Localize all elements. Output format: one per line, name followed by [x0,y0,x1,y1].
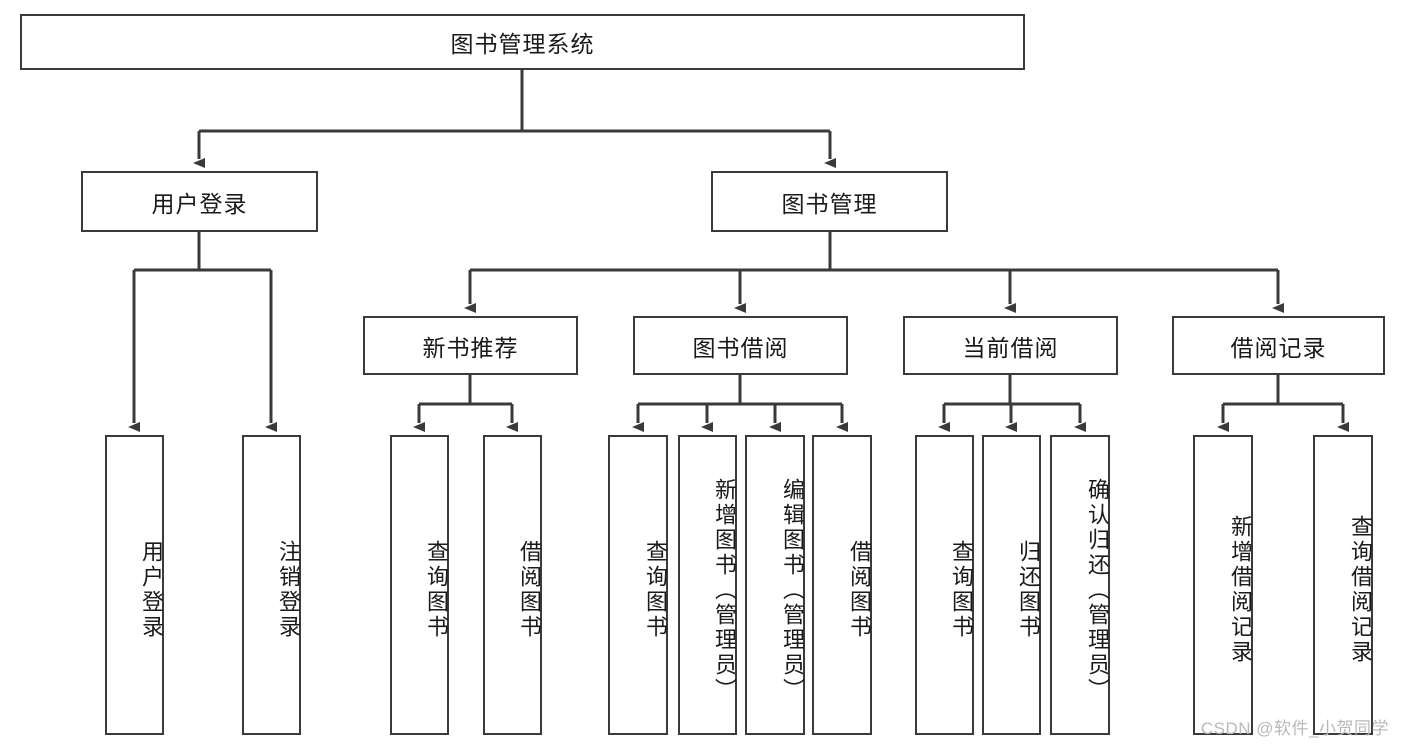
node-label: 当前借阅 [962,334,1059,361]
node-borrow-record[interactable]: 借阅记录 [1172,316,1385,375]
node-label: 新增借阅记录 [1228,515,1253,665]
node-book-borrow[interactable]: 图书借阅 [633,316,848,375]
leaf-add-borrow-record[interactable]: 新增借阅记录 [1193,435,1253,735]
node-label: 确认归还（管理员） [1085,477,1110,703]
leaf-confirm-return-admin[interactable]: 确认归还（管理员） [1050,435,1110,735]
node-user-login[interactable]: 用户登录 [81,171,318,232]
node-label: 查询图书 [643,540,668,640]
leaf-borrow-book[interactable]: 借阅图书 [812,435,872,735]
node-label: 查询图书 [424,540,449,640]
node-label: 新书推荐 [422,334,519,361]
leaf-add-book-admin[interactable]: 新增图书（管理员） [678,435,737,735]
csdn-watermark: CSDN @软件_小贺同学 [1200,719,1389,738]
leaf-query-borrow-record[interactable]: 查询借阅记录 [1313,435,1373,735]
node-root[interactable]: 图书管理系统 [20,14,1025,70]
node-label: 查询借阅记录 [1348,515,1373,665]
node-label: 用户登录 [139,540,164,640]
leaf-user-login[interactable]: 用户登录 [105,435,164,735]
node-new-book-recommend[interactable]: 新书推荐 [363,316,578,375]
leaf-query-book-current[interactable]: 查询图书 [915,435,974,735]
node-book-management[interactable]: 图书管理 [711,171,948,232]
leaf-query-book-borrow[interactable]: 查询图书 [608,435,668,735]
leaf-query-book-newbook[interactable]: 查询图书 [390,435,449,735]
leaf-edit-book-admin[interactable]: 编辑图书（管理员） [745,435,805,735]
node-label: 注销登录 [276,540,301,640]
leaf-return-book[interactable]: 归还图书 [982,435,1041,735]
node-label: 图书借阅 [692,334,789,361]
leaf-logout[interactable]: 注销登录 [242,435,301,735]
node-label: 借阅图书 [517,540,542,640]
node-label: 图书管理 [781,190,878,217]
node-label: 借阅记录 [1230,334,1327,361]
node-label: 借阅图书 [847,540,872,640]
leaf-borrow-book-newbook[interactable]: 借阅图书 [483,435,542,735]
node-label: 归还图书 [1016,540,1041,640]
node-label: 查询图书 [949,540,974,640]
node-label: 新增图书（管理员） [712,477,737,703]
node-label: 编辑图书（管理员） [780,477,805,703]
node-label: 用户登录 [151,190,248,217]
node-current-borrow[interactable]: 当前借阅 [903,316,1118,375]
node-label: 图书管理系统 [450,31,595,57]
